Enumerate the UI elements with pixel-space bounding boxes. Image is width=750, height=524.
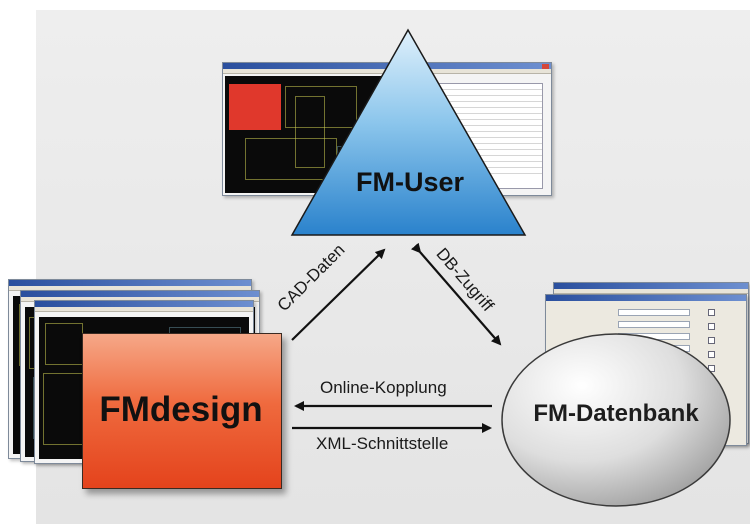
cad-daten-arrow xyxy=(291,248,386,341)
db-zugriff-arrow xyxy=(410,242,502,346)
window-titlebar xyxy=(554,283,748,289)
xml-schnittstelle-label: XML-Schnittstelle xyxy=(316,434,449,453)
fm-datenbank-ellipse xyxy=(501,333,731,507)
fm-datenbank-label: FM-Datenbank xyxy=(533,400,699,427)
fm-user-label: FM-User xyxy=(355,167,464,197)
window-titlebar xyxy=(546,295,746,301)
fmdesign-box xyxy=(82,333,282,489)
fmdesign-label: FMdesign xyxy=(99,390,263,429)
window-menubar xyxy=(35,307,253,312)
fm-user-triangle xyxy=(290,28,527,236)
close-icon xyxy=(542,64,549,69)
online-kopplung-label: Online-Kopplung xyxy=(320,378,447,397)
window-menubar xyxy=(554,289,748,294)
window-titlebar xyxy=(21,291,259,297)
window-titlebar xyxy=(9,280,251,286)
window-titlebar xyxy=(35,301,253,307)
